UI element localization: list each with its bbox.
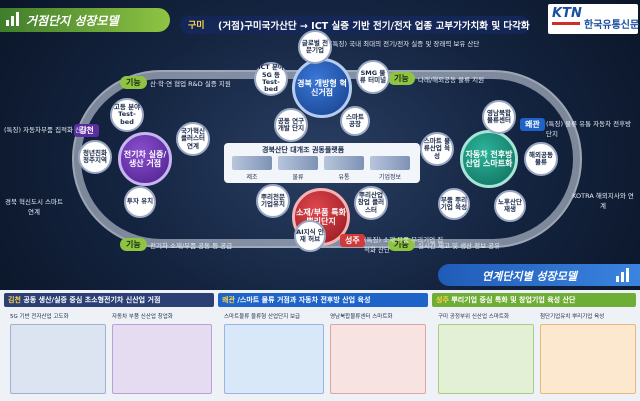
function-tag: 기능 [388, 238, 415, 251]
column-item: 스마트물류 물류형 산업단지 보급 [224, 314, 301, 320]
top-feature-note: (특징) 국내 최대의 전기/전자 실증 및 장래력 보유 산단 [330, 40, 480, 48]
hub-innovation: 경북 개방형 혁신거점 [292, 58, 352, 118]
satellite-node: 공동 연구개발 단지 [274, 108, 308, 142]
region-badge: 김천 [74, 124, 99, 137]
diagram-box [112, 324, 212, 394]
column-head-text: /스마트 물류 거점과 자동차 전후방 산업 육성 [237, 296, 371, 304]
column-head-gimcheon: 김천 공동 생산/실증 중심 초소형전기차 신산업 거점 [4, 293, 214, 307]
diagram-box [330, 324, 426, 394]
column-head-label: 성주 [436, 296, 449, 304]
logo [548, 4, 638, 34]
function-text: 실시간 제고 및 생산 정보 공유 [418, 242, 501, 250]
function-text: 나래/해외공동 물류 지원 [418, 76, 485, 84]
column-item: 자동차 부품 신산업 창업화 [112, 314, 173, 320]
diagram-box [540, 324, 636, 394]
sub-banner [438, 264, 640, 286]
sub-title: 연계단지별 성장모델 [482, 270, 577, 283]
bar-chart-icon [6, 12, 22, 26]
region-badge: 왜관 [520, 118, 545, 131]
feature-note: (특징) 소재·부품 부리기업 집적화 산단 [364, 236, 444, 254]
logo-subtitle: 한국유통신문 [584, 20, 640, 31]
satellite-node: ICT 분야 5G 등 Test-bed [254, 62, 288, 96]
satellite-node: 부품 뿌리기업 육성 [438, 188, 470, 220]
hub-ev: 전기차 실증/생산 거점 [118, 132, 172, 186]
column-head-seongju: 성주 뿌리기업 중심 특화 및 창업기업 육성 산단 [432, 293, 636, 307]
satellite-node: 스마트 물류산업 육성 [420, 132, 454, 166]
region-label: 구미 [188, 21, 205, 31]
store-icon [324, 156, 364, 170]
column-item: 구미 공정부위 신산업 스마트화 [438, 314, 510, 320]
logo-underline [552, 22, 580, 25]
satellite-node: 노후산단 재생 [494, 190, 526, 222]
factory-icon [232, 156, 272, 170]
function-tag: 기능 [120, 76, 147, 89]
column-item: 첨단기업유치 뿌리기업 육성 [540, 314, 605, 320]
kotra-note: KOTRA 해외지사와 연계 [572, 192, 634, 210]
page-title: 거점단지 성장모델 [26, 14, 119, 28]
diagram-box [438, 324, 534, 394]
truck-icon [278, 156, 318, 170]
function-tag: 기능 [388, 72, 415, 85]
platform-cell: 유통 [338, 174, 350, 181]
satellite-node: SMG 물류 터미널 [356, 60, 390, 94]
satellite-node: 뿌리전문 기업유치 [256, 184, 290, 218]
satellite-node: 국가혁신 클러스터 연계 [176, 122, 210, 156]
satellite-node: 청년친화 정주지역 [78, 140, 112, 174]
column-item: 5G 기반 전자산업 고도화 [10, 314, 69, 320]
hub-auto: 자동차 전후방 산업 스마트화 [460, 130, 518, 188]
column-head-text: 뿌리기업 중심 특화 및 창업기업 육성 산단 [451, 296, 576, 304]
column-head-text: 공동 생산/실증 중심 초소형전기차 신산업 거점 [23, 296, 161, 304]
satellite-node: 영남북합 물류센터 [482, 100, 516, 134]
satellite-node: 뿌리산업 창업 클러스터 [354, 186, 388, 220]
satellite-node: 해외공동 물류 [524, 142, 558, 176]
platform-cell: 물류 [292, 174, 304, 181]
header-strip [180, 16, 530, 34]
satellite-node: 스마트 공장 [340, 106, 370, 136]
region-badge: 성주 [340, 234, 365, 247]
title-banner [0, 8, 170, 32]
satellite-node: 고등 분야 Test-bed [110, 98, 144, 132]
header-subtitle: (거점)구미국가산단 → ICT 실증 기반 전기/전자 업종 고부가가치화 및… [218, 21, 530, 32]
platform-title: 경북산단 대개조 권동플랫폼 [262, 146, 345, 154]
function-text: 산·학·연 협업 R&D 실증 지원 [150, 80, 231, 88]
bar-chart-icon [616, 268, 632, 282]
feature-note: (특징) 자동차부품 집적화 산단 [4, 126, 88, 134]
satellite-node: 투자 유치 [124, 186, 156, 218]
diagram-box [10, 324, 106, 394]
feature-note: (특징) 물류 유통 자동차 전후방 단지 [546, 120, 632, 138]
column-head-label: 김천 [8, 296, 21, 304]
column-head-waegwan: 왜관 /스마트 물류 거점과 자동차 전후방 산업 육성 [218, 293, 428, 307]
city-note: 경북 혁신도시 스마트 연계 [5, 198, 63, 216]
diagram-box [224, 324, 324, 394]
logo-text: KTN [552, 6, 582, 21]
satellite-node: AI지식 인재 허브 [294, 220, 326, 252]
column-head-label: 왜관 [222, 296, 235, 304]
function-text: 전기차 소재/부품 공동 등 공급 [150, 242, 233, 250]
satellite-node: 글로벌 전문기업 [298, 30, 332, 64]
platform-cell: 제조 [246, 174, 258, 181]
function-tag: 기능 [120, 238, 147, 251]
column-item: 영남북합물류센터 스마트화 [330, 314, 393, 320]
platform-cell: 기업정보 [378, 174, 402, 181]
info-icon [370, 156, 410, 170]
